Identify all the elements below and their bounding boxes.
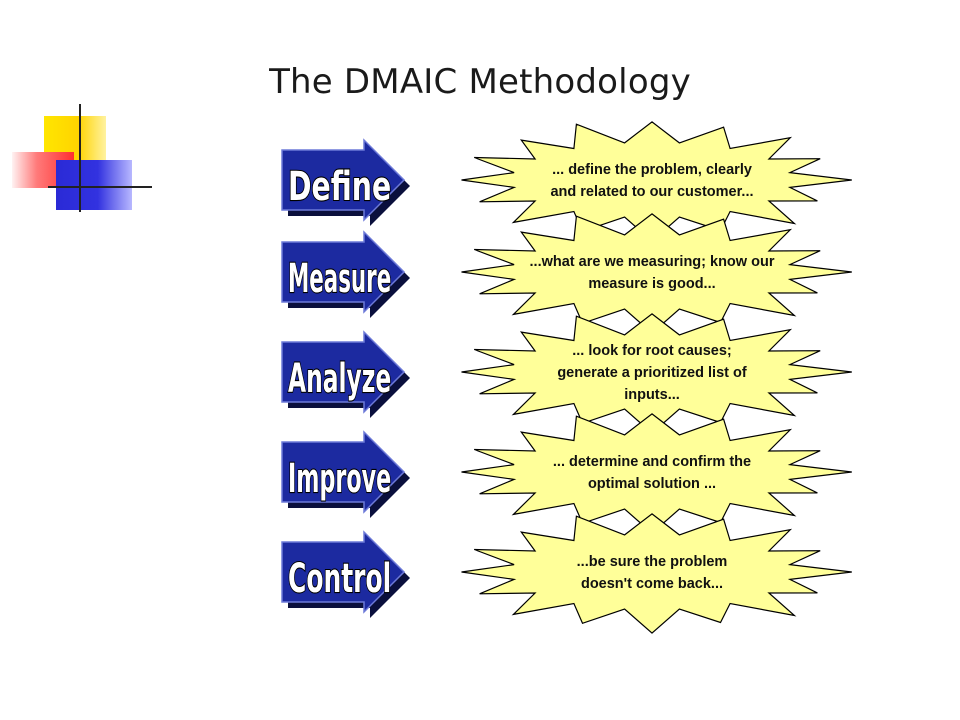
- step-label: Measure: [288, 255, 391, 302]
- dmaic-step-define: Define ... define the problem, clearly and…: [281, 121, 852, 242]
- description-line: generate a prioritized list of: [557, 365, 747, 381]
- description-line: ...be sure the problem: [577, 554, 728, 570]
- description-line: inputs...: [624, 387, 680, 403]
- decor-vertical-line: [79, 104, 81, 212]
- description-line: doesn't come back...: [581, 576, 723, 592]
- page-title: The DMAIC Methodology: [269, 62, 691, 102]
- description-burst: [461, 513, 852, 634]
- step-label: Control: [288, 555, 391, 602]
- description-line: ... determine and confirm the: [553, 454, 751, 470]
- description-line: and related to our customer...: [550, 184, 753, 200]
- description-line: optimal solution ...: [588, 476, 716, 492]
- dmaic-step-control: Control ...be sure the problem doesn't com…: [281, 513, 852, 634]
- description-line: ... define the problem, clearly: [552, 162, 752, 178]
- step-arrow: [281, 530, 406, 614]
- step-label: Analyze: [288, 355, 391, 402]
- step-label: Define: [288, 163, 391, 210]
- step-arrow: [281, 138, 406, 222]
- step-label-group: Measure: [287, 254, 392, 303]
- dmaic-step-improve: Improve ... determine and confirm the opti…: [281, 413, 852, 534]
- decor-blue-rectangle: [56, 160, 132, 210]
- step-arrow: [281, 330, 406, 414]
- description-line: measure is good...: [588, 276, 715, 292]
- step-arrow: [281, 430, 406, 514]
- dmaic-step-measure: Measure ...what are we measuring; know ou…: [281, 213, 852, 334]
- dmaic-step-analyze: Analyze ... look for root causes; generate…: [281, 313, 852, 434]
- step-arrow: [281, 230, 406, 314]
- description-burst: [461, 213, 852, 334]
- description-line: ... look for root causes;: [572, 343, 732, 359]
- description-line: ...what are we measuring; know our: [530, 254, 775, 270]
- step-label: Improve: [288, 455, 391, 502]
- step-label-group: Analyze: [287, 354, 392, 403]
- step-label-group: Define: [287, 162, 392, 211]
- description-burst: [461, 413, 852, 534]
- step-label-group: Improve: [287, 454, 392, 503]
- decor-horizontal-line: [48, 186, 152, 188]
- step-label-group: Control: [287, 554, 392, 603]
